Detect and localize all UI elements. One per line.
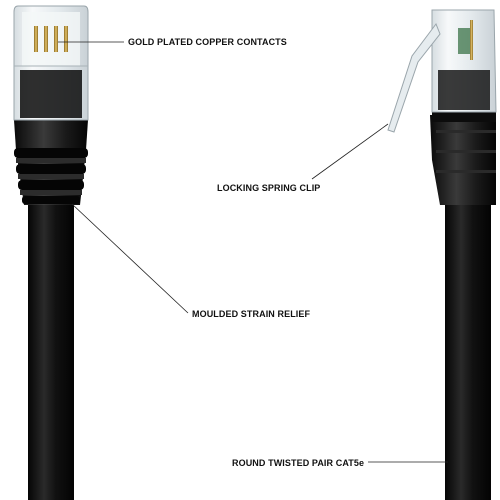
right-plug-body — [431, 9, 497, 113]
right-locking-clip — [387, 22, 441, 133]
left-plug-body — [13, 5, 89, 121]
leader-line-strain — [71, 203, 189, 314]
label-moulded-strain-relief: MOULDED STRAIN RELIEF — [192, 309, 311, 319]
right-strain-relief — [430, 110, 496, 205]
right-connector — [387, 9, 497, 500]
left-cable — [28, 200, 74, 500]
label-gold-plated-contacts: GOLD PLATED COPPER CONTACTS — [128, 37, 287, 47]
right-cable — [445, 200, 491, 500]
leader-line-clip — [311, 123, 389, 180]
label-round-twisted-pair: ROUND TWISTED PAIR CAT5e — [232, 458, 365, 468]
label-locking-spring-clip: LOCKING SPRING CLIP — [217, 183, 321, 193]
left-connector — [13, 5, 89, 500]
left-strain-relief — [14, 120, 88, 205]
